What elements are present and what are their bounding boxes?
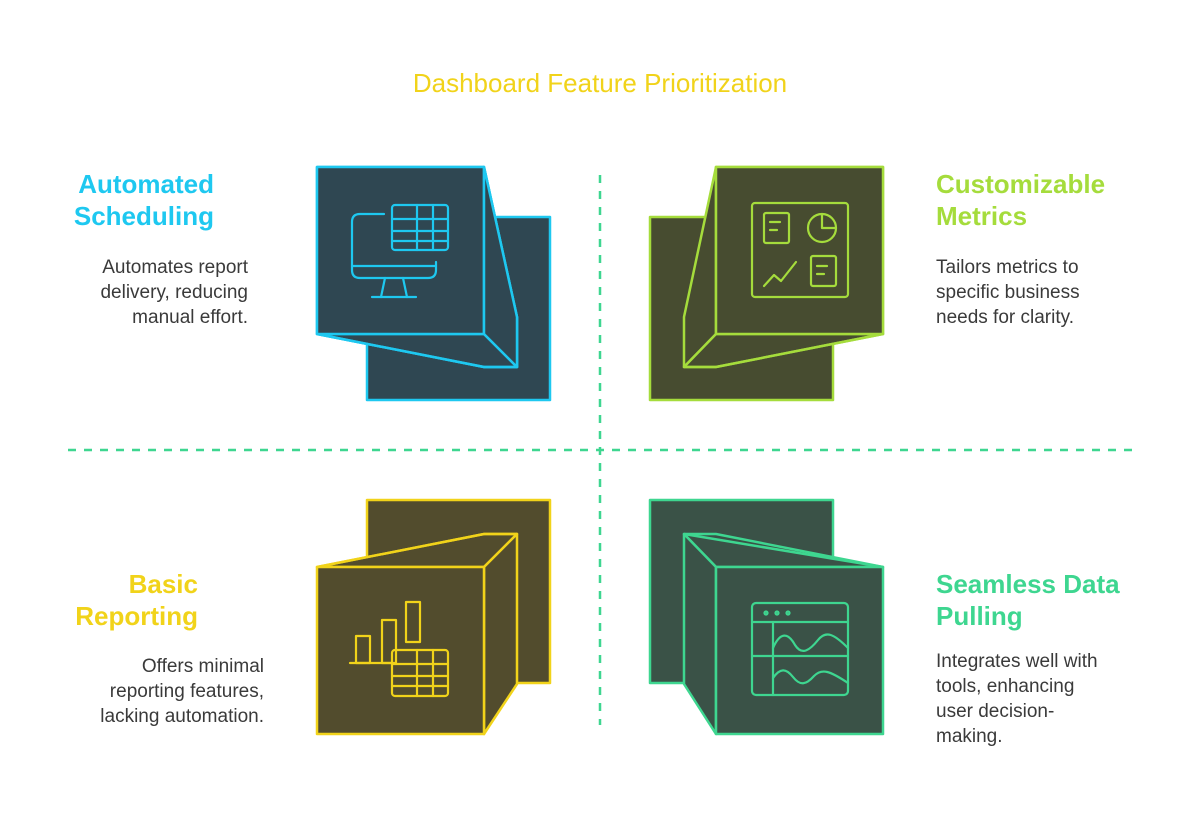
basic-reporting-title: Basic Reporting — [40, 568, 198, 632]
monitor-table-icon — [350, 203, 450, 299]
title-line: Pulling — [936, 601, 1023, 631]
title-line: Seamless Data — [936, 569, 1120, 599]
desc-line: Tailors metrics to — [936, 257, 1079, 278]
desc-line: manual effort. — [132, 307, 248, 328]
desc-line: needs for clarity. — [936, 307, 1074, 328]
automated-scheduling-cube — [315, 165, 552, 402]
basic-reporting-description: Offers minimal reporting features, lacki… — [40, 654, 264, 729]
desc-line: tools, enhancing — [936, 676, 1075, 697]
desc-line: user decision- — [936, 701, 1055, 722]
desc-line: Offers minimal — [141, 656, 264, 677]
title-line: Customizable — [936, 169, 1106, 199]
customizable-metrics-cube — [648, 165, 885, 402]
desc-line: Automates report — [102, 257, 248, 278]
basic-reporting-cube — [315, 498, 552, 736]
title-line: Automated — [78, 169, 214, 199]
page-title: Dashboard Feature Prioritization — [412, 68, 788, 98]
desc-line: making. — [936, 726, 1003, 747]
bar-chart-table-icon — [348, 600, 450, 698]
title-line: Basic — [128, 569, 198, 599]
dashboard-metrics-icon — [750, 201, 850, 299]
customizable-metrics-title: Customizable Metrics — [936, 168, 1176, 232]
title-line: Scheduling — [73, 201, 214, 231]
desc-line: Integrates well with — [936, 651, 1098, 672]
title-line: Reporting — [75, 601, 198, 631]
title-line: Metrics — [936, 201, 1028, 231]
desc-line: specific business — [936, 282, 1080, 303]
automated-scheduling-description: Automates report delivery, reducing manu… — [40, 255, 248, 330]
desc-line: delivery, reducing — [100, 282, 248, 303]
automated-scheduling-title: Automated Scheduling — [40, 168, 214, 232]
customizable-metrics-description: Tailors metrics to specific business nee… — [936, 255, 1176, 330]
seamless-data-pulling-title: Seamless Data Pulling — [936, 568, 1176, 632]
desc-line: lacking automation. — [100, 706, 264, 727]
browser-waves-icon — [750, 601, 850, 697]
seamless-data-pulling-cube — [648, 498, 885, 736]
seamless-data-pulling-description: Integrates well with tools, enhancing us… — [936, 649, 1176, 749]
desc-line: reporting features, — [109, 681, 264, 702]
